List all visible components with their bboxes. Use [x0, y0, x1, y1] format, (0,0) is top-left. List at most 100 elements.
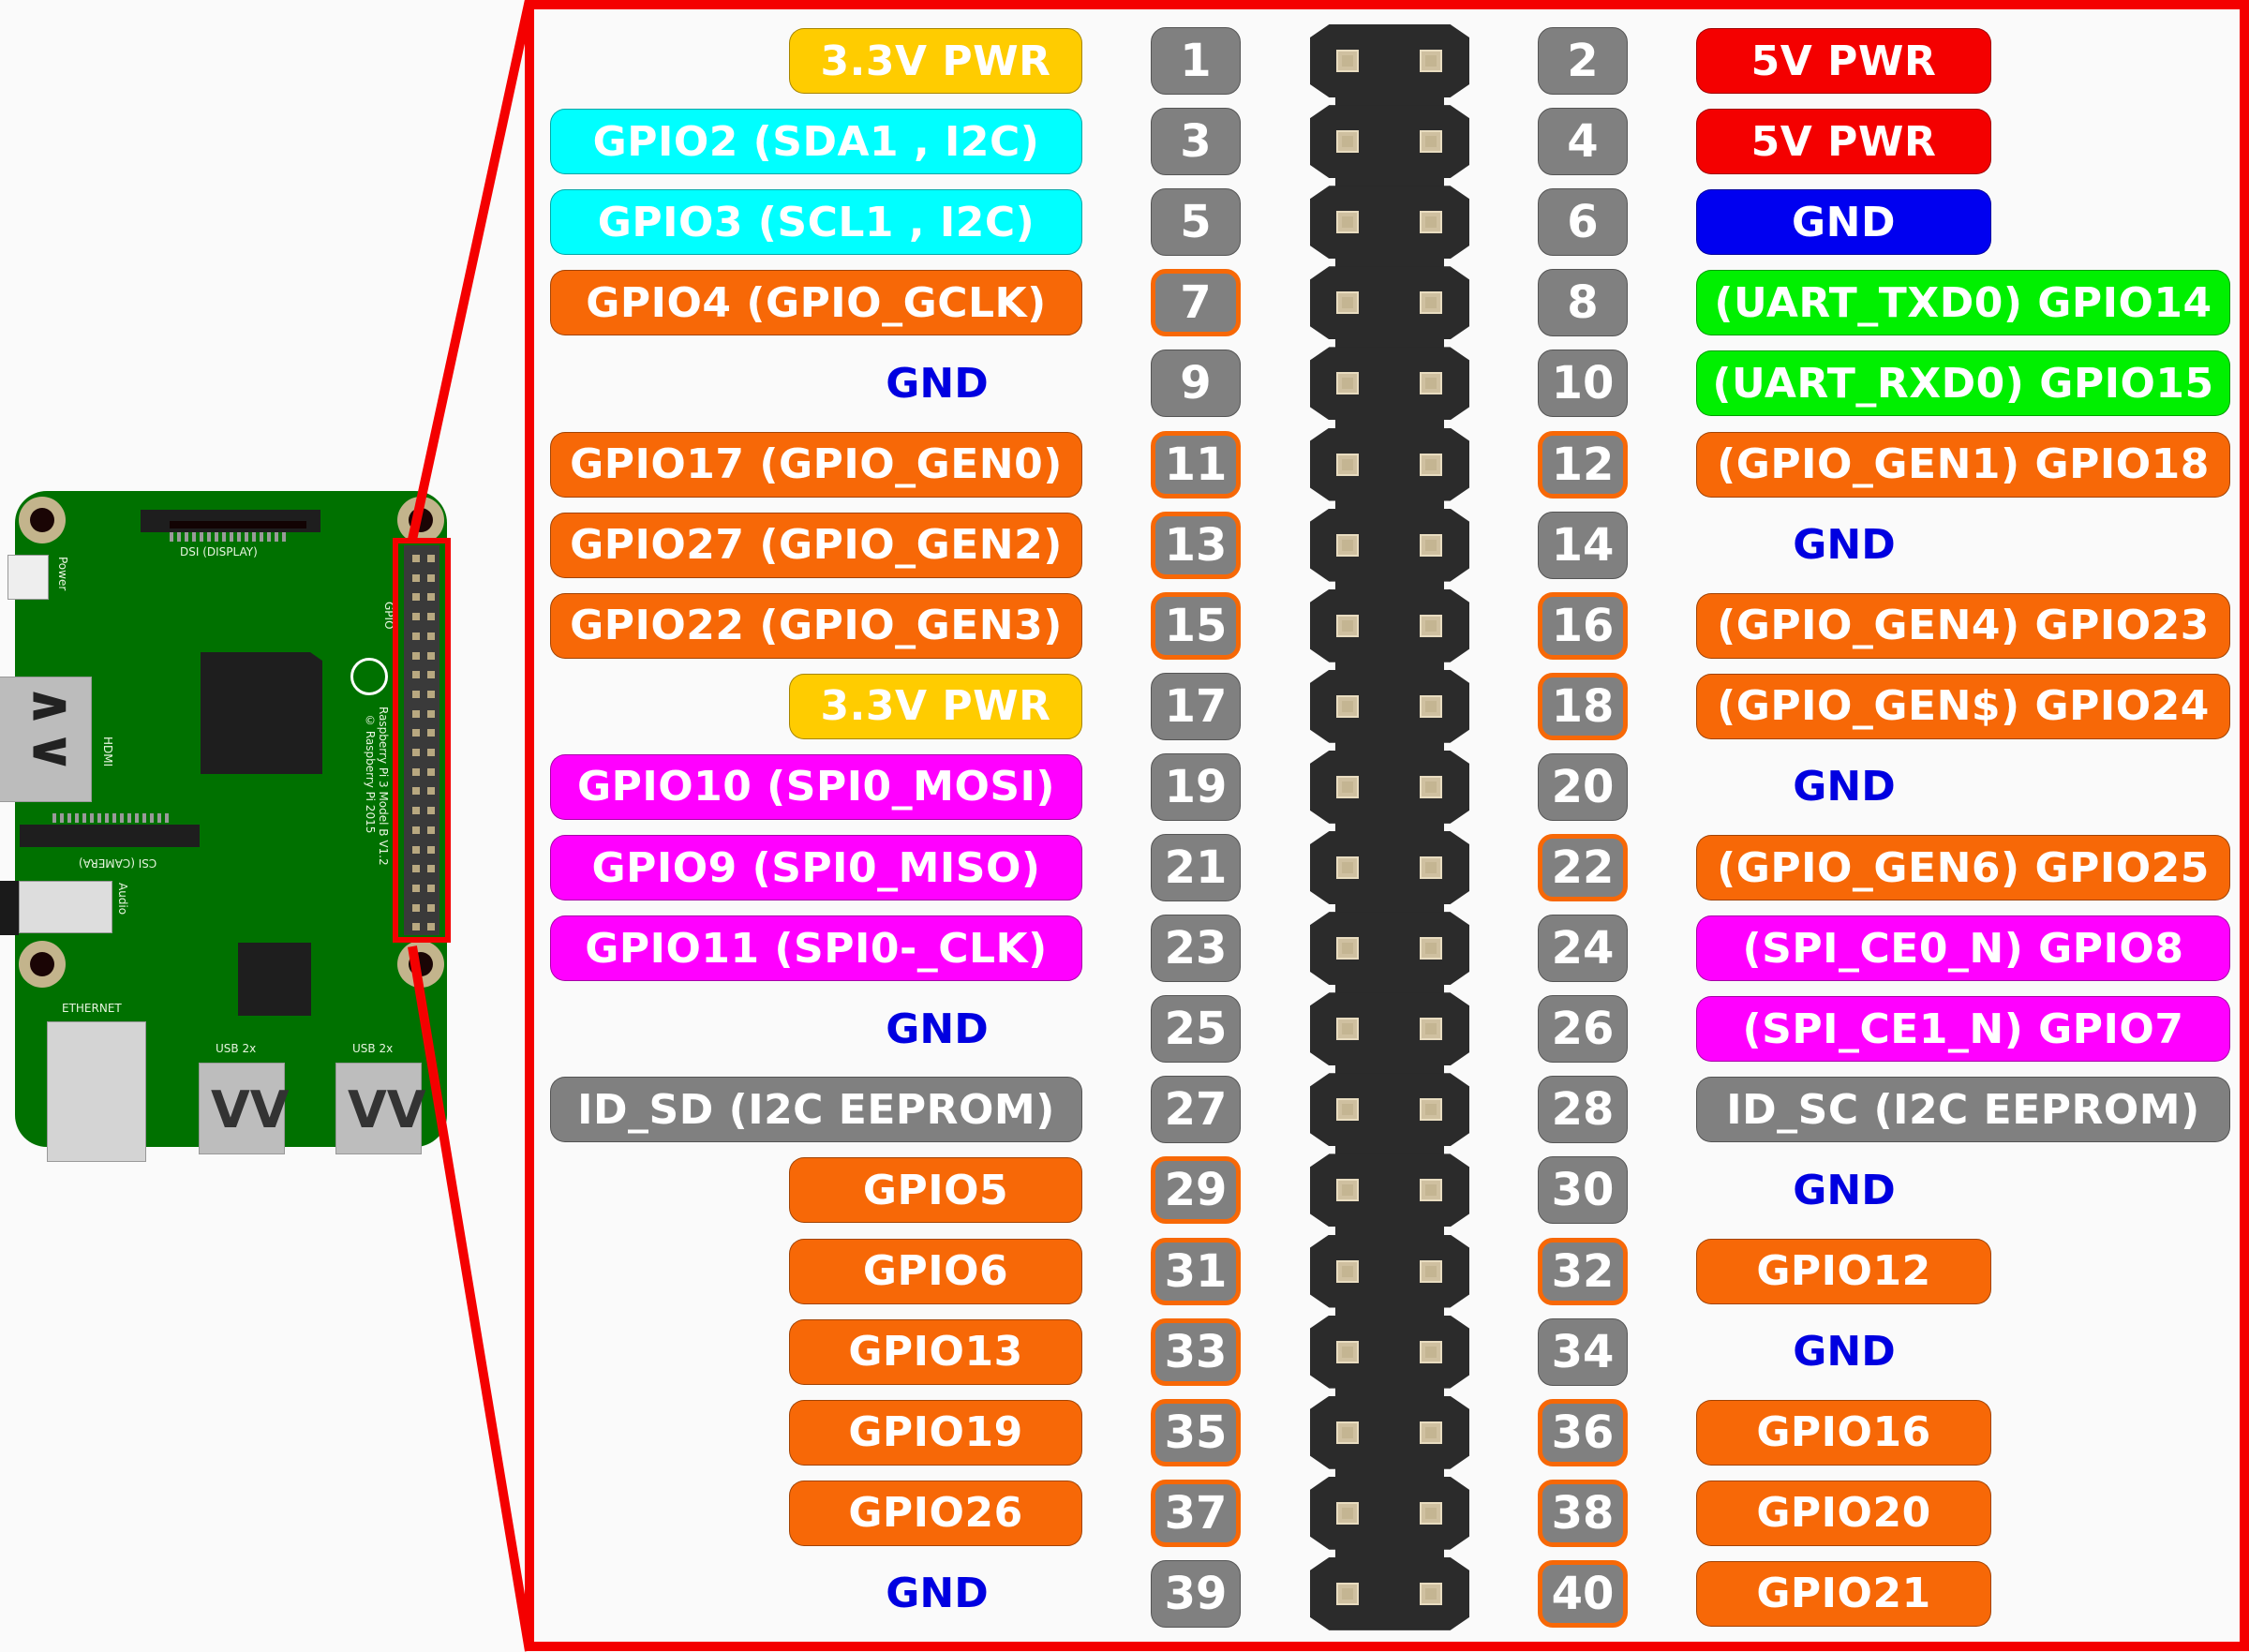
- pin-number-29: 29: [1151, 1156, 1241, 1225]
- header-pin: [1336, 775, 1359, 798]
- board-gpio-pin: [427, 767, 435, 776]
- pin-number-33: 33: [1151, 1317, 1241, 1386]
- dsi-pins: [170, 532, 290, 542]
- header-connector: [1335, 1466, 1444, 1479]
- pin-number-36: 36: [1538, 1398, 1628, 1466]
- header-pin-pair: [1310, 1315, 1469, 1389]
- header-pin-pair: [1310, 669, 1469, 743]
- board-gpio-pin: [427, 573, 435, 582]
- board-gpio-pin: [427, 555, 435, 562]
- header-pin: [1420, 372, 1442, 395]
- board-gpio-pin: [427, 651, 435, 660]
- ethernet-label: ETHERNET: [62, 1002, 122, 1015]
- header-pin: [1336, 1018, 1359, 1041]
- pin-number-21: 21: [1151, 834, 1241, 901]
- header-pin: [1336, 533, 1359, 557]
- header-pin-pair: [1310, 831, 1469, 904]
- board-gpio-pin: [427, 826, 435, 834]
- header-pin: [1420, 775, 1442, 798]
- header-connector: [1335, 740, 1444, 752]
- pin-number-25: 25: [1151, 995, 1241, 1064]
- header-connector: [1335, 660, 1444, 672]
- header-connector: [1335, 1144, 1444, 1156]
- header-connector: [1335, 96, 1444, 107]
- csi-label: CSI (CAMERA): [79, 856, 157, 870]
- raspberry-logo-icon: [350, 658, 388, 695]
- header-pin-pair: [1310, 266, 1469, 340]
- pin-32-label: GPIO12: [1696, 1238, 1991, 1304]
- csi-connector: [20, 825, 200, 847]
- header-connector: [1335, 499, 1444, 511]
- usb-slot-icon: VV: [348, 1080, 426, 1139]
- header-pin: [1420, 937, 1442, 960]
- usb-controller-chip: [238, 943, 311, 1016]
- header-pin: [1420, 50, 1442, 72]
- usb-label-1: USB 2x: [216, 1042, 257, 1055]
- pin-number-9: 9: [1151, 350, 1241, 418]
- pin-18-label: (GPIO_GEN$) GPIO24: [1696, 673, 2230, 739]
- header-connector: [1335, 418, 1444, 430]
- board-gpio-pin: [427, 787, 435, 796]
- header-pin-pair: [1310, 750, 1469, 824]
- copyright-text: © Raspberry Pi 2015: [364, 714, 377, 834]
- usb-port-2: VV: [335, 1063, 426, 1154]
- board-gpio-pin: [412, 787, 420, 796]
- header-connector: [1335, 1225, 1444, 1237]
- pin-14-label: GND: [1793, 521, 1896, 570]
- pin-21-label: GPIO9 (SPI0_MISO): [550, 835, 1082, 900]
- pin-number-34: 34: [1538, 1317, 1628, 1386]
- header-connector: [1335, 176, 1444, 188]
- hdmi-shape-icon: ∧∨: [19, 683, 85, 775]
- header-pin: [1420, 1421, 1442, 1444]
- header-pin: [1336, 1340, 1359, 1363]
- pin-26-label: (SPI_CE1_N) GPIO7: [1696, 996, 2230, 1063]
- header-pin: [1420, 211, 1442, 234]
- pin-23-label: GPIO11 (SPI0-_CLK): [550, 915, 1082, 982]
- header-pin-pair: [1310, 508, 1469, 582]
- power-port: [7, 555, 49, 600]
- pin-number-7: 7: [1151, 269, 1241, 337]
- board-gpio-pin: [412, 671, 420, 679]
- pin-number-20: 20: [1538, 752, 1628, 821]
- callout-line-top: [408, 0, 534, 542]
- header-connector: [1335, 1305, 1444, 1317]
- pin-number-40: 40: [1538, 1559, 1628, 1628]
- csi-pins: [52, 813, 172, 823]
- pin-30-label: GND: [1793, 1166, 1896, 1214]
- dsi-slot: [170, 521, 306, 528]
- model-text: Raspberry Pi 3 Model B V1.2: [377, 707, 390, 866]
- header-pin: [1336, 130, 1359, 154]
- header-connector: [1335, 983, 1444, 995]
- pin-number-6: 6: [1538, 188, 1628, 257]
- header-pin: [1336, 372, 1359, 395]
- pin-number-11: 11: [1151, 430, 1241, 499]
- pin-number-31: 31: [1151, 1237, 1241, 1305]
- header-pin: [1336, 1259, 1359, 1283]
- gpio-board-label: GPIO: [382, 602, 395, 630]
- pin-number-35: 35: [1151, 1398, 1241, 1466]
- board-gpio-pin: [412, 845, 420, 854]
- header-pin: [1420, 1582, 1442, 1605]
- pin-40-label: GPIO21: [1696, 1560, 1991, 1627]
- pin-number-3: 3: [1151, 108, 1241, 176]
- header-pin-pair: [1310, 1556, 1469, 1630]
- pin-1-label: 3.3V PWR: [789, 28, 1082, 94]
- board-gpio-pin: [427, 709, 435, 718]
- pin-number-4: 4: [1538, 108, 1628, 176]
- header-pin: [1420, 1259, 1442, 1283]
- header-connector: [1335, 1064, 1444, 1076]
- header-pin: [1420, 1098, 1442, 1122]
- board-gpio-pin: [412, 749, 420, 756]
- board-gpio-pin: [412, 807, 420, 815]
- board-gpio-pin: [427, 632, 435, 640]
- pin-6-label: GND: [1696, 189, 1991, 256]
- ethernet-port: [47, 1021, 146, 1162]
- header-pin: [1420, 614, 1442, 637]
- board-gpio-pin: [412, 709, 420, 718]
- header-connector: [1335, 1547, 1444, 1559]
- pin-number-32: 32: [1538, 1237, 1628, 1305]
- board-gpio-pin: [412, 884, 420, 892]
- pin-28-label: ID_SC (I2C EEPROM): [1696, 1077, 2230, 1143]
- mounting-hole: [19, 497, 66, 543]
- header-connector: [1335, 902, 1444, 914]
